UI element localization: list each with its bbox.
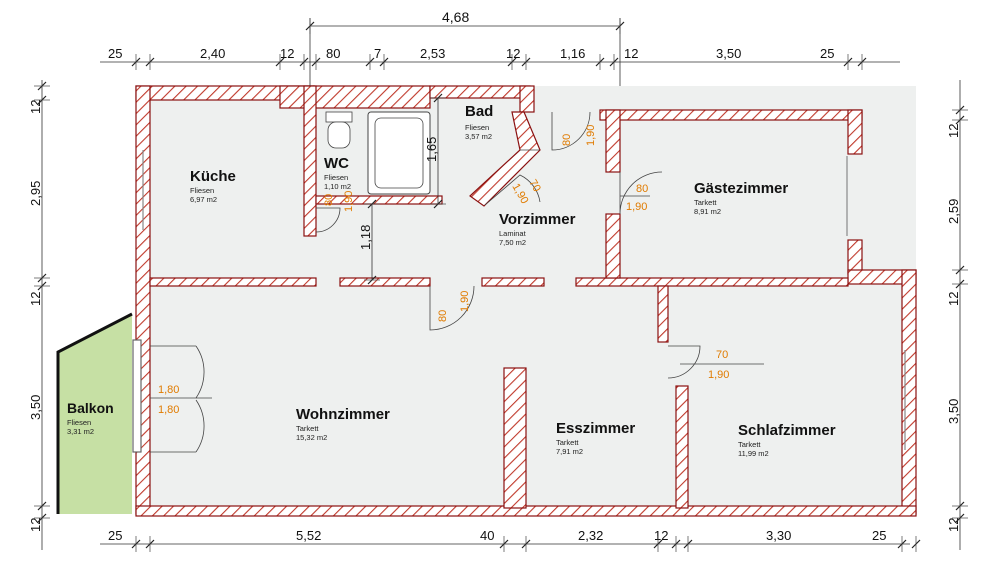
room-ess-floor: Tarkett <box>556 438 579 447</box>
sanitary-fixtures <box>325 111 431 195</box>
dim-bottom-6: 25 <box>872 528 886 543</box>
dim-left-3: 3,50 <box>28 395 43 420</box>
dim-bottom-3: 2,32 <box>578 528 603 543</box>
room-vorzimmer-floor: Laminat <box>499 229 527 238</box>
dim-top-0: 25 <box>108 46 122 61</box>
door-schlaf-width: 70 <box>716 349 728 361</box>
door-entry-height: 1,90 <box>585 125 597 146</box>
door-wohn-width: 80 <box>437 310 449 322</box>
room-wohn-floor: Tarkett <box>296 424 319 433</box>
right-dimensions: 12 2,59 12 3,50 12 <box>946 80 961 550</box>
dim-top-1: 2,40 <box>200 46 225 61</box>
room-gaeste-name: Gästezimmer <box>694 180 788 197</box>
room-kueche-area: 6,97 m2 <box>190 195 217 204</box>
dim-top-10: 25 <box>820 46 834 61</box>
dim-top-overall: 4,68 <box>442 9 469 25</box>
door-dimensions: 80 1,90 70 1,90 80 1,90 80 1,90 80 1,90 … <box>150 125 764 416</box>
dim-left-1: 2,95 <box>28 181 43 206</box>
room-ess-name: Esszimmer <box>556 420 635 437</box>
dim-top-5: 2,53 <box>420 46 445 61</box>
dim-top-4: 7 <box>374 46 381 61</box>
room-wc-area: 1,10 m2 <box>324 182 351 191</box>
room-vorzimmer-area: 7,50 m2 <box>499 238 526 247</box>
dim-bottom-4: 12 <box>654 528 668 543</box>
dim-bottom-1: 5,52 <box>296 528 321 543</box>
toilet-tank <box>325 111 353 123</box>
room-wc-name: WC <box>324 155 349 172</box>
walls <box>135 85 917 517</box>
dim-top-9: 3,50 <box>716 46 741 61</box>
door-balkon-width: 1,80 <box>158 384 179 396</box>
room-bad-area: 3,57 m2 <box>465 132 492 141</box>
door-schlaf-height: 1,90 <box>708 369 729 381</box>
room-bad-name: Bad <box>465 103 493 120</box>
bottom-dimensions: 25 5,52 40 2,32 12 3,30 25 <box>100 528 910 545</box>
room-labels: Küche Fliesen 6,97 m2 WC Fliesen 1,10 m2… <box>67 103 836 458</box>
room-balkon-area: 3,31 m2 <box>67 427 94 436</box>
door-swings <box>150 111 701 453</box>
room-kueche-name: Küche <box>190 168 236 185</box>
room-gaeste-floor: Tarkett <box>694 198 717 207</box>
dim-bad-height: 1,65 <box>424 137 439 162</box>
room-kueche-floor: Fliesen <box>190 186 214 195</box>
dim-top-7: 1,16 <box>560 46 585 61</box>
door-wc-height: 1,90 <box>343 191 355 212</box>
room-schlaf-name: Schlafzimmer <box>738 422 836 439</box>
room-schlaf-area: 11,99 m2 <box>738 449 769 458</box>
balcony-floor <box>58 314 132 514</box>
dim-bottom-2: 40 <box>480 528 494 543</box>
room-vorzimmer-name: Vorzimmer <box>499 211 576 228</box>
room-balkon-name: Balkon <box>67 400 114 416</box>
dim-top-6: 12 <box>506 46 520 61</box>
door-balkon-height: 1,80 <box>158 404 179 416</box>
room-gaeste-area: 8,91 m2 <box>694 207 721 216</box>
dim-right-0: 12 <box>946 124 961 138</box>
dim-top-8: 12 <box>624 46 638 61</box>
dim-bottom-0: 25 <box>108 528 122 543</box>
dim-right-3: 3,50 <box>946 399 961 424</box>
room-schlaf-floor: Tarkett <box>738 440 761 449</box>
dimension-ticks <box>34 18 968 552</box>
dim-top-3: 80 <box>326 46 340 61</box>
room-wohn-area: 15,32 m2 <box>296 433 327 442</box>
dim-vorzimmer-depth: 1,18 <box>358 225 373 250</box>
left-dimensions: 12 2,95 12 3,50 12 <box>28 80 43 550</box>
door-entry-width: 80 <box>561 134 573 146</box>
room-ess-area: 7,91 m2 <box>556 447 583 456</box>
toilet-bowl <box>327 121 351 149</box>
dim-left-2: 12 <box>28 292 43 306</box>
inner-dimensions: 1,65 1,18 <box>358 98 439 280</box>
dim-right-1: 2,59 <box>946 199 961 224</box>
dim-bottom-5: 3,30 <box>766 528 791 543</box>
dim-top-2: 12 <box>280 46 294 61</box>
top-dimensions: 4,68 25 2,40 12 80 7 2,53 12 1,16 12 3,5… <box>100 9 900 86</box>
dim-right-2: 12 <box>946 292 961 306</box>
door-wc-width: 80 <box>323 194 335 206</box>
door-gaeste-width: 80 <box>636 183 648 195</box>
door-gaeste-height: 1,90 <box>626 201 647 213</box>
room-bad-floor: Fliesen <box>465 123 489 132</box>
floor-areas <box>56 86 916 514</box>
room-wohn-name: Wohnzimmer <box>296 406 390 423</box>
room-balkon-floor: Fliesen <box>67 418 91 427</box>
door-bad-width: 70 <box>526 178 543 195</box>
windows <box>132 150 906 453</box>
door-wohn-height: 1,90 <box>459 291 471 312</box>
room-wc-floor: Fliesen <box>324 173 348 182</box>
